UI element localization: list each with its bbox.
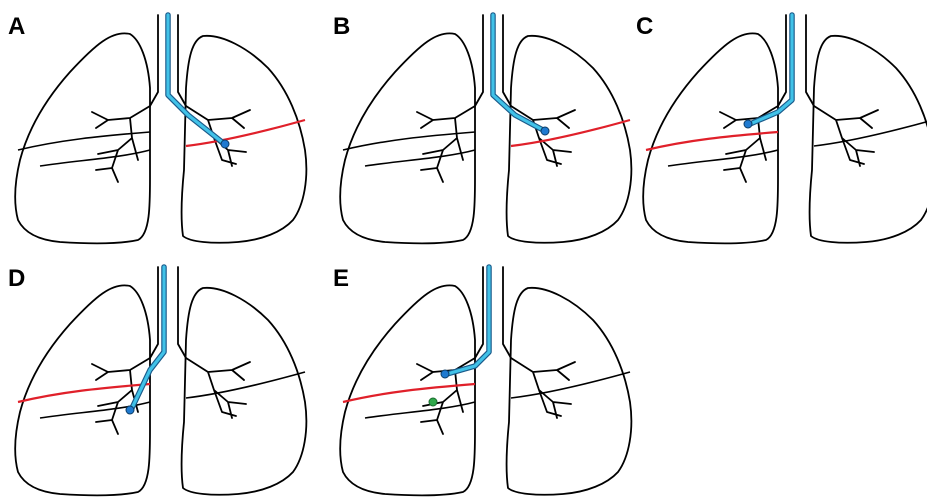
panel-c: C (636, 13, 927, 243)
trachea (778, 15, 814, 106)
bronchoscope-shadow (132, 267, 164, 408)
bronchoscope (493, 15, 543, 130)
left-lung-outline (506, 288, 631, 495)
target-marker-green (429, 398, 437, 406)
right-horizontal-fissure (40, 150, 150, 166)
left-fissure (814, 120, 927, 146)
right-bronchial-tree (92, 358, 150, 434)
target-marker-blue (221, 140, 229, 148)
panel-a: A (8, 13, 306, 243)
right-horizontal-fissure (365, 402, 475, 418)
panel-label-c: C (636, 13, 653, 40)
panel-label-e: E (333, 265, 349, 292)
panel-label-b: B (333, 13, 350, 40)
right-horizontal-fissure (365, 150, 475, 166)
panel-b: B (333, 13, 631, 243)
left-lung-outline (181, 288, 306, 495)
trachea (150, 267, 186, 358)
panel-label-a: A (8, 13, 25, 40)
right-fissure (343, 132, 475, 150)
target-marker-blue (126, 406, 134, 414)
target-marker-blue (441, 370, 449, 378)
right-fissure (18, 132, 150, 150)
panel-d: D (8, 265, 306, 495)
left-fissure-highlighted (186, 120, 305, 146)
panel-e: E (333, 265, 631, 495)
right-fissure-highlighted (646, 132, 778, 150)
target-marker-blue (744, 120, 752, 128)
bronchoscope (132, 267, 164, 408)
left-lung-outline (809, 36, 927, 243)
trachea (475, 267, 511, 358)
bronchoscope-shadow (493, 15, 543, 130)
right-bronchial-tree (417, 106, 475, 182)
panel-label-d: D (8, 265, 25, 292)
target-marker-blue (541, 127, 549, 135)
right-bronchial-tree (92, 106, 150, 182)
bronchoscope-shadow (168, 15, 222, 142)
right-fissure-highlighted (343, 384, 475, 402)
left-fissure (511, 372, 630, 398)
left-lung-outline (181, 36, 306, 243)
left-lung-outline (506, 36, 631, 243)
right-fissure-highlighted (18, 384, 150, 402)
left-fissure (186, 372, 305, 398)
right-horizontal-fissure (668, 150, 778, 166)
